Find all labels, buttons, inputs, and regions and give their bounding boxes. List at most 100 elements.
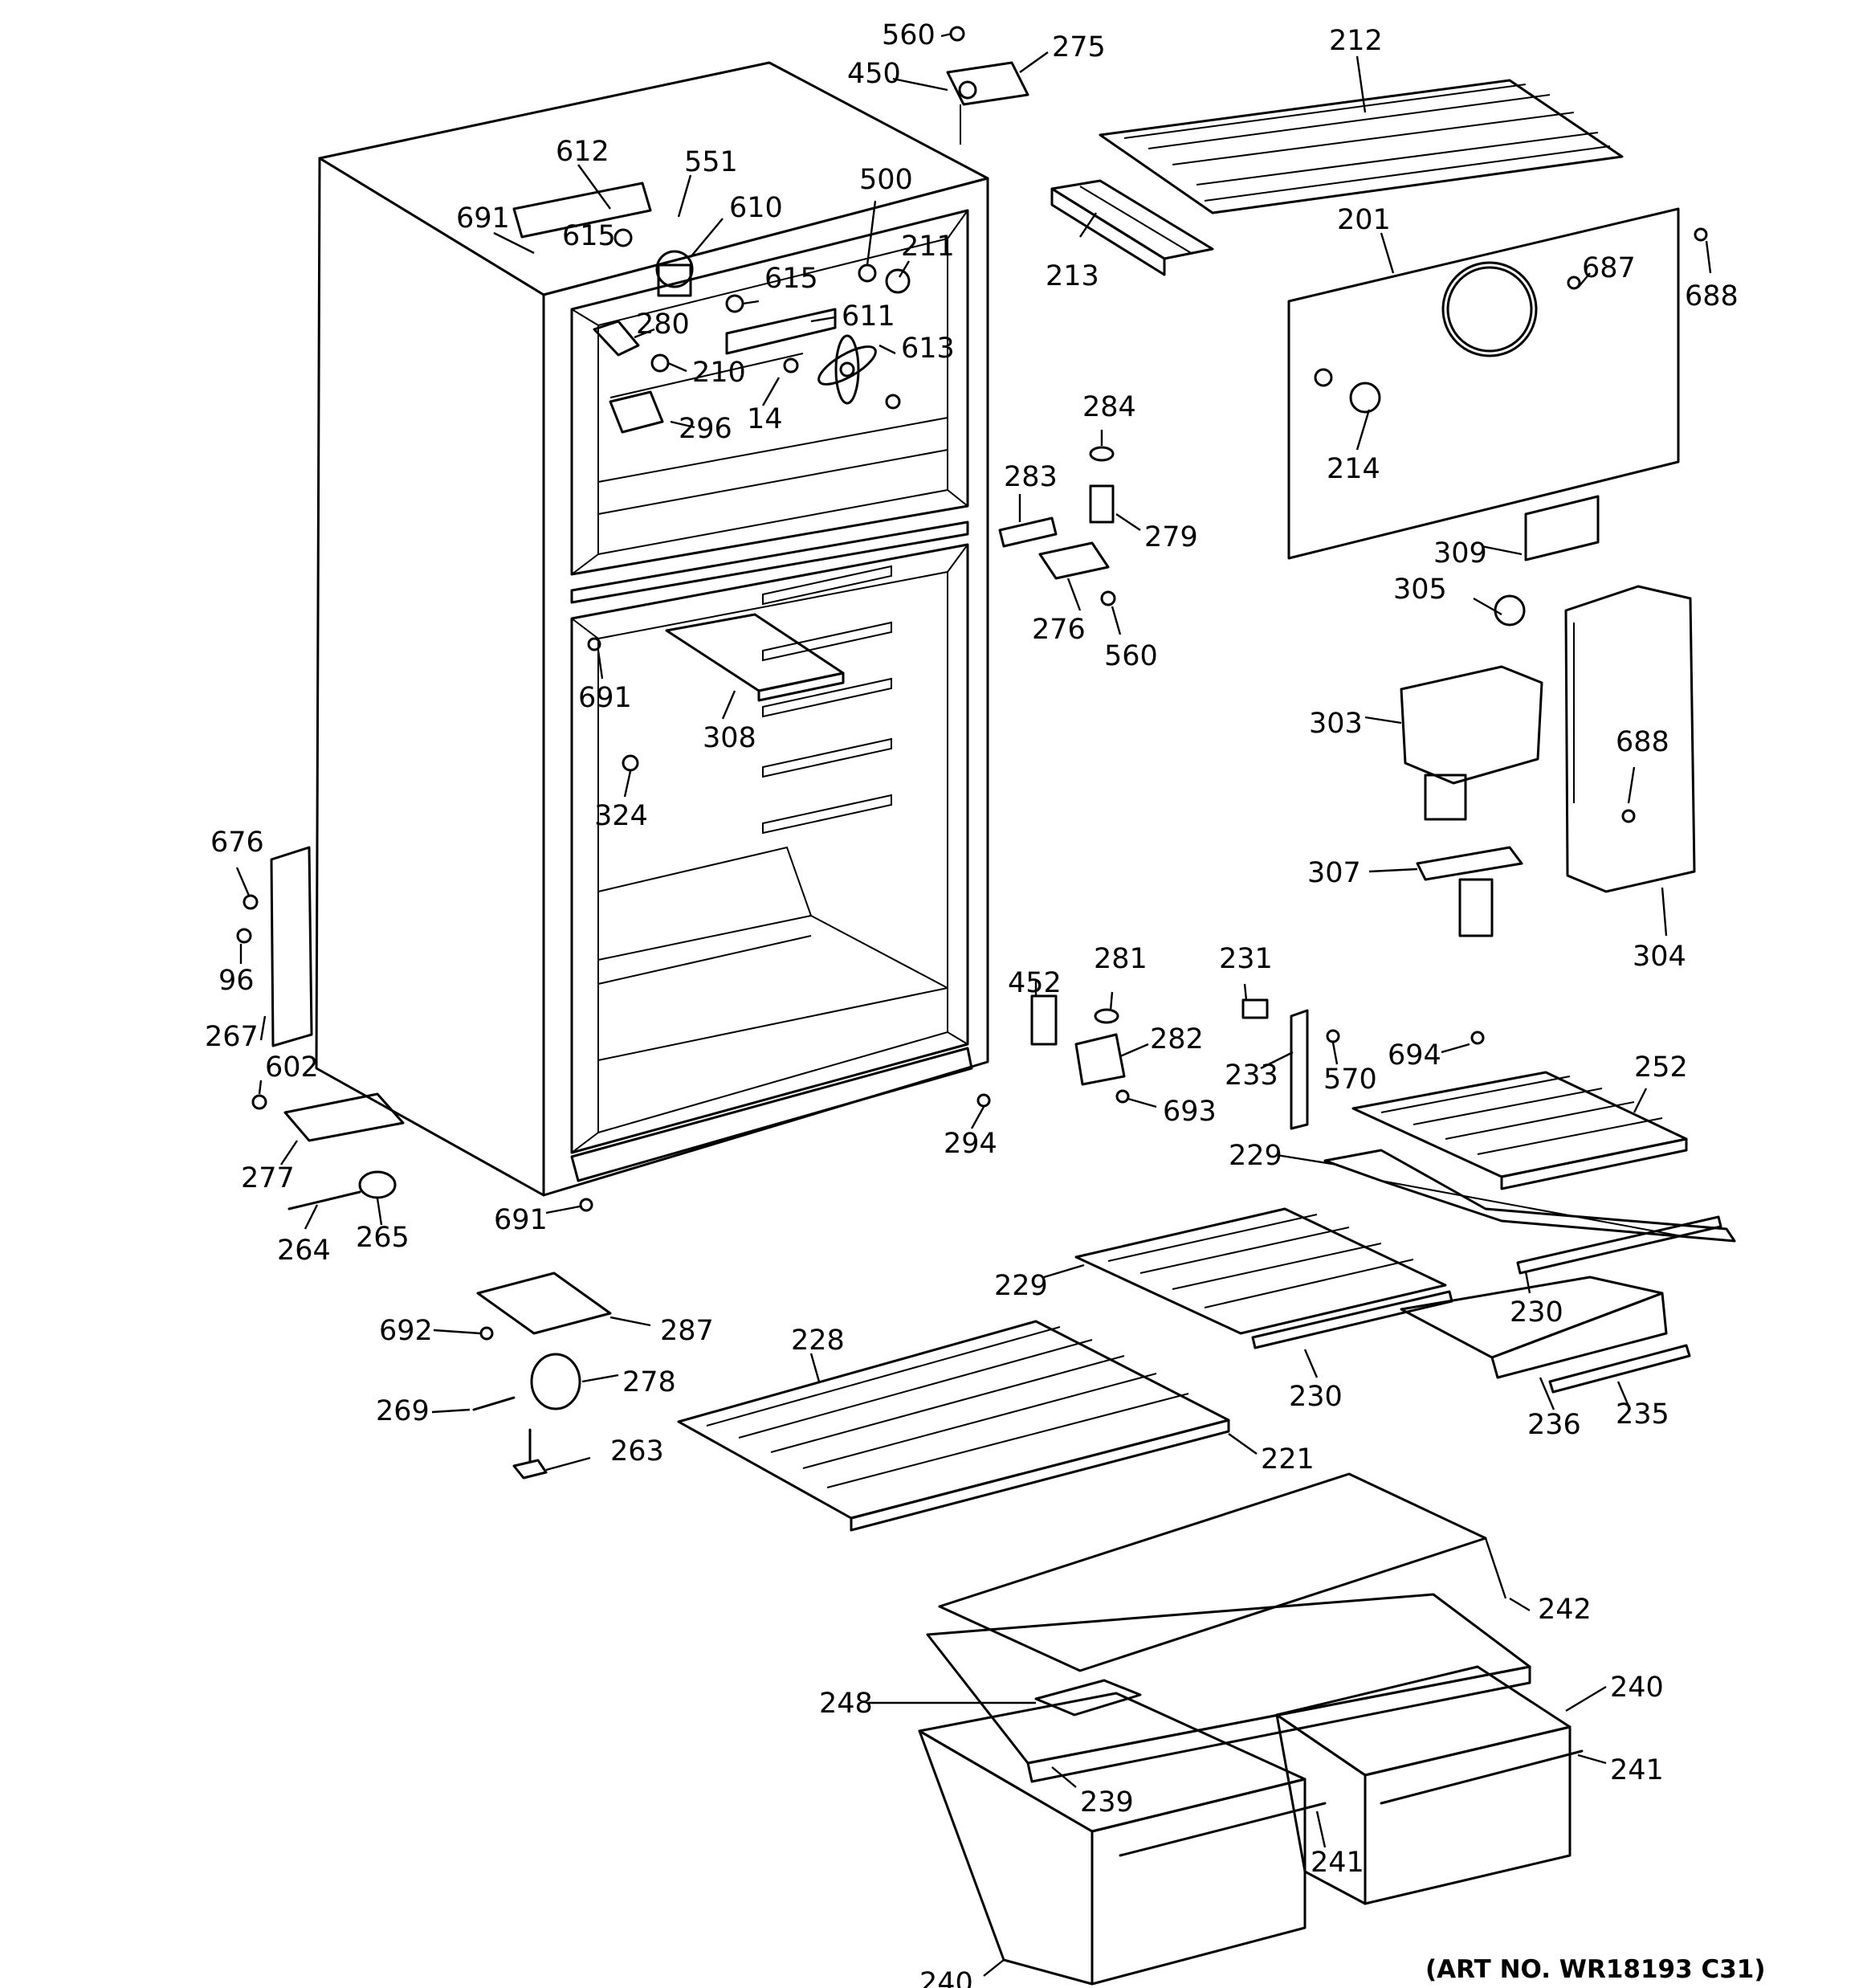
label-241-b: 241 bbox=[1311, 1847, 1364, 1879]
label-282: 282 bbox=[1150, 1023, 1204, 1055]
screw-691c bbox=[579, 1198, 593, 1212]
label-611: 611 bbox=[842, 300, 895, 333]
screw-692 bbox=[479, 1326, 494, 1341]
label-231: 231 bbox=[1219, 943, 1273, 975]
screw-14 bbox=[783, 357, 799, 374]
screw-688b bbox=[1621, 809, 1636, 823]
label-693: 693 bbox=[1163, 1096, 1217, 1128]
label-560-b: 560 bbox=[1104, 640, 1158, 672]
label-277: 277 bbox=[241, 1162, 295, 1194]
label-688: 688 bbox=[1685, 280, 1739, 312]
label-228: 228 bbox=[791, 1325, 845, 1357]
label-570: 570 bbox=[1323, 1063, 1377, 1096]
top-hinge-275 bbox=[946, 26, 1029, 145]
part-number-labels: 560 275 450 212 612 551 500 691 615 610 … bbox=[205, 19, 1766, 1988]
washer-284 bbox=[1089, 446, 1115, 462]
label-615-b: 615 bbox=[764, 263, 818, 295]
label-692: 692 bbox=[379, 1315, 433, 1347]
ladder-233 bbox=[1290, 1009, 1309, 1130]
label-210: 210 bbox=[692, 357, 746, 389]
evaporator-cover-201 bbox=[1287, 207, 1708, 560]
screw-687 bbox=[1567, 276, 1581, 290]
label-279: 279 bbox=[1144, 521, 1198, 553]
screw-96 bbox=[236, 928, 252, 944]
label-309: 309 bbox=[1433, 537, 1487, 569]
label-284: 284 bbox=[1082, 391, 1136, 423]
cap-615 bbox=[614, 228, 633, 247]
crisper-frame bbox=[926, 1593, 1531, 1783]
label-687: 687 bbox=[1582, 252, 1636, 284]
label-14: 14 bbox=[747, 403, 783, 435]
label-296: 296 bbox=[679, 413, 732, 445]
plug-324 bbox=[622, 754, 639, 772]
plug-294 bbox=[976, 1093, 991, 1108]
label-551: 551 bbox=[684, 146, 738, 178]
label-201: 201 bbox=[1337, 204, 1391, 236]
label-252: 252 bbox=[1634, 1051, 1688, 1084]
label-500: 500 bbox=[859, 164, 913, 196]
label-248: 248 bbox=[819, 1688, 873, 1720]
crisper-drawer-left-240 bbox=[918, 1692, 1327, 1986]
ice-tray-213 bbox=[1050, 179, 1214, 276]
label-688-b: 688 bbox=[1616, 726, 1669, 758]
light-and-controls bbox=[1400, 495, 1696, 937]
label-694: 694 bbox=[1388, 1039, 1441, 1072]
label-304: 304 bbox=[1633, 941, 1686, 973]
label-229-b: 229 bbox=[994, 1270, 1048, 1302]
label-691-c: 691 bbox=[494, 1204, 548, 1236]
label-241: 241 bbox=[1610, 1754, 1664, 1786]
nut-613b bbox=[885, 394, 901, 410]
drawer-236 bbox=[1400, 1276, 1691, 1394]
bushing-211 bbox=[885, 268, 911, 294]
screw-560 bbox=[949, 26, 965, 42]
fan-bracket-611 bbox=[725, 308, 837, 355]
label-265: 265 bbox=[356, 1222, 410, 1254]
label-450: 450 bbox=[847, 58, 901, 90]
label-615: 615 bbox=[562, 220, 616, 252]
label-287: 287 bbox=[660, 1315, 714, 1347]
center-hinge-276 bbox=[1038, 541, 1110, 580]
label-229: 229 bbox=[1229, 1140, 1282, 1172]
label-275: 275 bbox=[1052, 31, 1106, 63]
freezer-shelf-212 bbox=[1099, 79, 1624, 214]
hinge-plate-267 bbox=[270, 846, 313, 1047]
dial-305 bbox=[1494, 594, 1526, 627]
screw-602 bbox=[251, 1094, 267, 1110]
label-96: 96 bbox=[218, 965, 255, 997]
label-242: 242 bbox=[1538, 1594, 1592, 1626]
screw-693 bbox=[1115, 1089, 1130, 1104]
housing-303 bbox=[1400, 665, 1543, 785]
rail-235 bbox=[1548, 1344, 1691, 1394]
cover-309 bbox=[1524, 495, 1600, 561]
shelf-221 bbox=[677, 1320, 1230, 1532]
label-230: 230 bbox=[1510, 1296, 1563, 1329]
duct-280 bbox=[593, 320, 640, 357]
label-324: 324 bbox=[594, 800, 648, 832]
rod-264 bbox=[287, 1190, 361, 1210]
art-number: (ART NO. WR18193 C31) bbox=[1425, 1955, 1766, 1984]
label-294: 294 bbox=[944, 1128, 997, 1160]
center-hinge-parts bbox=[587, 446, 1130, 1108]
crisper-cover-242 bbox=[938, 1472, 1487, 1672]
shelf-229-lower bbox=[1074, 1207, 1722, 1349]
label-676: 676 bbox=[210, 827, 264, 859]
screw-688 bbox=[1694, 227, 1708, 242]
knob-214 bbox=[1349, 382, 1381, 414]
label-269: 269 bbox=[376, 1395, 430, 1427]
control-housing-304 bbox=[1564, 585, 1696, 893]
cabinet-case bbox=[315, 61, 989, 1197]
label-280: 280 bbox=[636, 308, 690, 341]
label-267: 267 bbox=[205, 1021, 259, 1053]
screw-560b bbox=[1100, 590, 1116, 606]
shelf-229-upper bbox=[1323, 1149, 1736, 1243]
label-613: 613 bbox=[901, 333, 955, 365]
label-263: 263 bbox=[610, 1435, 664, 1468]
label-560: 560 bbox=[882, 19, 936, 51]
shelf-252 bbox=[1351, 1071, 1688, 1190]
hinge-pin-279 bbox=[1089, 484, 1115, 524]
damper-296 bbox=[609, 390, 664, 434]
washer-281 bbox=[1094, 1008, 1119, 1024]
shelf-hardware-right bbox=[1241, 998, 1485, 1130]
diffuser-307 bbox=[1416, 846, 1523, 881]
